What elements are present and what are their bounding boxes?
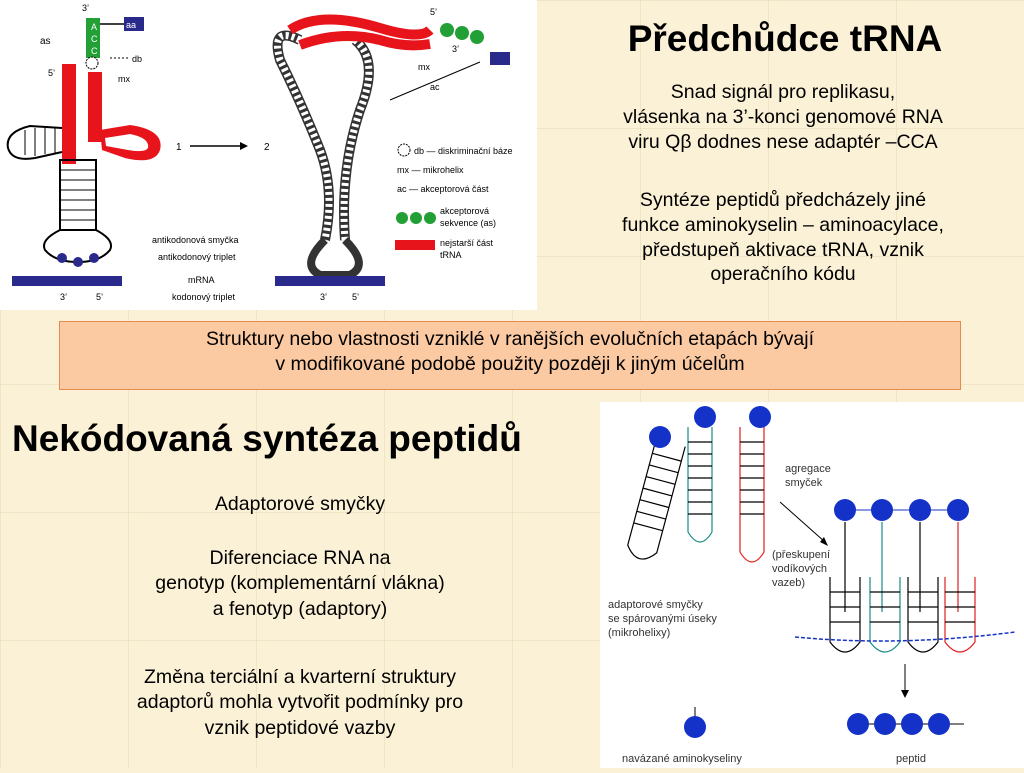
bound-aa-label: navázané aminokyseliny (622, 753, 742, 765)
mrna-5-right-label: 5’ (352, 292, 359, 302)
aggregated-loops (794, 499, 1016, 653)
replicase-line-2: vlásenka na 3’-konci genomové RNA (623, 105, 943, 128)
discriminator-base-mark (85, 56, 99, 70)
anticodon-loop-label: antikodonová smyčka (152, 235, 239, 245)
regroup-label-3: vazeb) (772, 577, 805, 589)
mx-right-label: mx (418, 62, 430, 72)
mrna-strand-left (12, 276, 122, 286)
anticodon-triplet-label: antikodonový triplet (158, 252, 236, 262)
change-line-1: Změna terciální a kvarterní struktury (143, 666, 457, 688)
replicase-line-1: Snad signál pro replikasu, (670, 81, 896, 103)
mrna-strand-right (275, 276, 385, 286)
legend-old-line2: tRNA (440, 250, 462, 260)
peptide-chain (847, 713, 964, 735)
trna-diagram-svg: 3’ A C C aa 3’ 5’ as 5’ db mx (6, 3, 513, 302)
change-line-2: adaptorů mohla vytvořit podmínky pro (136, 691, 464, 714)
trna-legend: db — diskriminační báze mx — mikrohelix … (395, 143, 513, 260)
diff-line-2: genotyp (komplementární vlákna) (155, 572, 445, 595)
structure-change-paragraph: Změna terciální a kvarterní struktury ad… (40, 665, 560, 741)
legend-old-line1: nejstarší část (440, 238, 494, 248)
synthesis-line-4: operačního kódu (710, 263, 856, 286)
end-5-label: 5’ (48, 68, 55, 78)
mrna-5-label: 5’ (96, 292, 103, 302)
synthesis-line-1: Syntéze peptidů předcházely jiné (639, 189, 927, 211)
highlight-box: Struktury nebo vlastnosti vzniklé v raně… (59, 321, 961, 390)
mrna-label: mRNA (188, 275, 215, 285)
trna-evolution-figure: 3’ A C C aa 3’ 5’ as 5’ db mx (0, 0, 537, 310)
mrna-3-label: 3’ (60, 292, 67, 302)
db-label: db (132, 54, 142, 64)
oldest-part-right-strand (88, 72, 102, 142)
end-5-right-label: 5’ (430, 7, 437, 17)
mrna-3-right-label: 3’ (320, 292, 327, 302)
cloverleaf-trna: 3’ A C C aa 3’ 5’ as 5’ db mx (6, 3, 161, 302)
aa-label: aa (126, 20, 136, 30)
synthesis-line-2: funkce aminokyselin – aminoacylace, (622, 213, 944, 236)
legend-db: db — diskriminační báze (414, 146, 513, 156)
aggregation-label-2: smyček (785, 477, 823, 489)
legend-as-line1: akceptorová (440, 206, 489, 216)
regroup-label-1: (přeskupení (772, 549, 830, 561)
legend-mx: mx — mikrohelix (397, 165, 464, 175)
replicase-line-3: viru Qβ dodnes nese adaptér –CCA (628, 130, 938, 153)
replicase-paragraph: Snad signál pro replikasu, vlásenka na 3… (555, 80, 1011, 154)
aggregation-diagram-svg: agregace smyček (přeskupení vodíkových v… (608, 406, 1016, 765)
step-2-label: 2 (264, 142, 270, 153)
bound-amino-acid-mark (684, 716, 706, 738)
aggregation-label-1: agregace (785, 463, 831, 475)
highlight-line-2: v modifikované podobě použity později k … (275, 353, 745, 376)
diff-line-3: a fenotyp (adaptory) (212, 597, 388, 620)
adaptor-label-2: se spárovanými úseky (608, 613, 717, 625)
amino-acid-box (124, 17, 144, 31)
synthesis-paragraph: Syntéze peptidů předcházely jiné funkce … (555, 188, 1011, 287)
title-trna-precursor: Předchůdce tRNA (627, 18, 943, 59)
free-loops (627, 427, 765, 563)
differentiation-paragraph: Diferenciace RNA na genotyp (komplementá… (40, 546, 560, 622)
title-noncoded-synthesis: Nekódovaná syntéza peptidů (12, 418, 522, 459)
mx-label: mx (118, 74, 130, 84)
highlight-line-1: Struktury nebo vlastnosti vzniklé v raně… (205, 328, 815, 350)
peptide-label: peptid (896, 753, 926, 765)
legend-ac: ac — akceptorová část (397, 184, 489, 194)
diff-line-1: Diferenciace RNA na (209, 547, 391, 569)
ac-right-label: ac (430, 82, 440, 92)
base-c1-label: C (91, 34, 98, 44)
adaptor-label-3: (mikrohelixy) (608, 627, 670, 639)
base-a-label: A (91, 22, 97, 32)
legend-as-line2: sekvence (as) (440, 218, 496, 228)
end-3-right-label: 3’ (452, 44, 459, 54)
regroup-label-2: vodíkových (772, 563, 827, 575)
l-shaped-trna: 5’ 3’ mx ac 3’ 5’ (272, 7, 510, 302)
adaptor-label-1: adaptorové smyčky (608, 599, 703, 611)
synthesis-line-3: předstupeň aktivace tRNA, vznik (642, 238, 924, 261)
as-label: as (40, 36, 51, 47)
acceptor-sequence-mark (86, 18, 100, 58)
base-c2-label: C (91, 46, 98, 56)
adaptor-loops-text: Adaptorové smyčky (214, 493, 386, 515)
oldest-part-left-strand (62, 64, 76, 164)
change-line-3: vznik peptidové vazby (204, 716, 396, 739)
adaptor-aggregation-figure: agregace smyček (přeskupení vodíkových v… (600, 402, 1024, 768)
end-3-label: 3’ (82, 3, 89, 13)
step-1-label: 1 (176, 142, 182, 153)
codon-triplet-label: kodonový triplet (172, 292, 236, 302)
